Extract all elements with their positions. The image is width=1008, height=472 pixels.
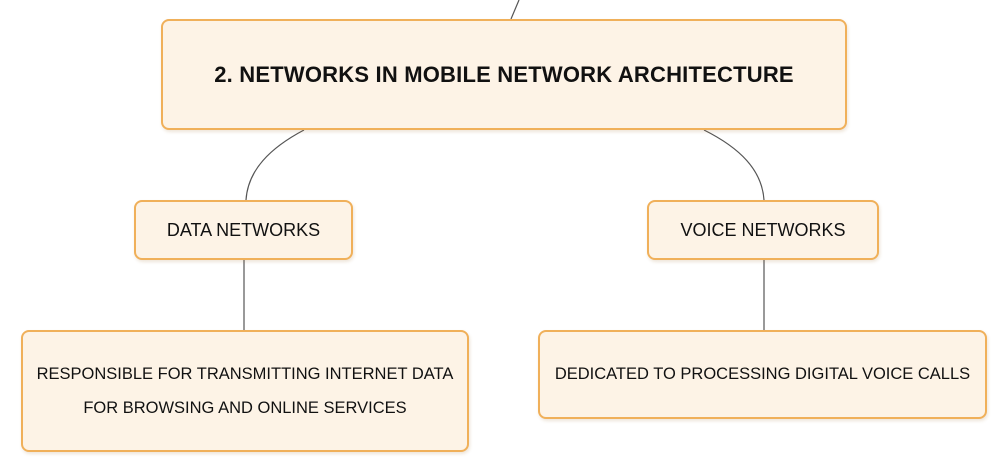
data-networks-label: DATA NETWORKS xyxy=(166,219,321,240)
voice-networks-description-line-1: DEDICATED TO PROCESSING DIGITAL VOICE CA… xyxy=(554,365,971,383)
connector-root-to-data-networks xyxy=(245,129,305,201)
voice-networks-label: VOICE NETWORKS xyxy=(680,219,846,240)
data-networks-description-line-1: RESPONSIBLE FOR TRANSMITTING INTERNET DA… xyxy=(36,365,454,383)
data-networks-description-line-2: FOR BROWSING AND ONLINE SERVICES xyxy=(83,399,407,417)
voice-networks-description-node[interactable]: DEDICATED TO PROCESSING DIGITAL VOICE CA… xyxy=(538,330,987,419)
root-topic-label: 2. NETWORKS IN MOBILE NETWORK ARCHITECTU… xyxy=(214,61,794,87)
root-topic-node[interactable]: 2. NETWORKS IN MOBILE NETWORK ARCHITECTU… xyxy=(161,19,847,130)
data-networks-node[interactable]: DATA NETWORKS xyxy=(134,200,353,260)
connector-root-to-voice-networks xyxy=(703,129,765,201)
voice-networks-node[interactable]: VOICE NETWORKS xyxy=(647,200,879,260)
data-networks-description-node[interactable]: RESPONSIBLE FOR TRANSMITTING INTERNET DA… xyxy=(21,330,469,452)
connector-incoming-root xyxy=(510,0,520,20)
